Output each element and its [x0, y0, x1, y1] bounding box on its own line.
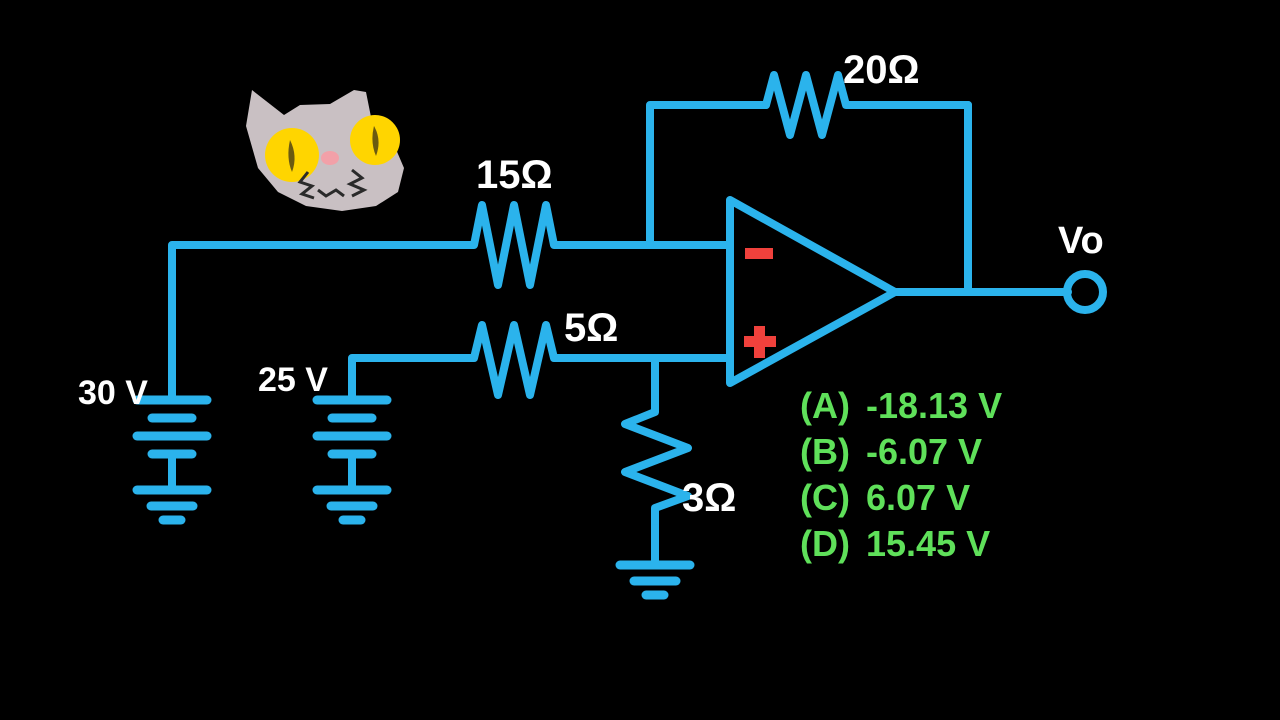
answer-key-d: (D) [800, 523, 850, 565]
cat-nose [321, 151, 339, 165]
opamp-triangle-body [726, 196, 899, 387]
resistor-label-3-ohm: 3Ω [682, 476, 737, 520]
opamp-inverting-minus-icon [745, 248, 773, 259]
answer-choices-list: (A) -18.13 V (B) -6.07 V (C) 6.07 V (D) … [800, 383, 1002, 567]
output-label-vo: Vo [1058, 220, 1104, 262]
cat-right-pupil [372, 126, 379, 156]
cat-left-pupil [288, 140, 295, 172]
resistor-5-ohm-body [458, 321, 584, 399]
answer-key-b: (B) [800, 431, 850, 473]
resistor-label-15-ohm: 15Ω [476, 153, 553, 197]
answer-choice-d[interactable]: (D) 15.45 V [800, 521, 1002, 567]
opamp-noninverting-plus-icon [744, 326, 776, 358]
output-terminal-circle[interactable] [1063, 270, 1107, 314]
resistor-15-ohm-body [458, 201, 584, 289]
answer-choice-a[interactable]: (A) -18.13 V [800, 383, 1002, 429]
battery-symbol-25v [312, 395, 392, 494]
wire-25v-to-r5 [348, 354, 466, 404]
answer-value-b: -6.07 V [866, 431, 983, 473]
cat-whiskers [297, 168, 368, 200]
resistor-label-20-ohm: 20Ω [843, 48, 920, 92]
answer-value-c: 6.07 V [866, 477, 971, 519]
wire-network [168, 71, 1072, 569]
answer-choice-b[interactable]: (B) -6.07 V [800, 429, 1002, 475]
answer-choice-c[interactable]: (C) 6.07 V [800, 475, 1002, 521]
battery-symbol-30v [132, 395, 212, 494]
resistor-3-ohm-body [621, 396, 692, 532]
source-label-30v: 30 V [78, 374, 148, 412]
resistor-label-5-ohm: 5Ω [564, 306, 619, 350]
answer-value-d: 15.45 V [866, 523, 991, 565]
ground-symbol-30v [132, 485, 212, 525]
resistor-20-ohm-body [762, 71, 972, 139]
wire-30v-to-r15 [168, 241, 466, 404]
wire-feedback-left [646, 101, 770, 249]
ground-symbol-25v [312, 485, 392, 525]
answer-key-c: (C) [800, 477, 850, 519]
cat-face-illustration [246, 90, 404, 211]
ground-symbol-r3 [615, 560, 695, 600]
answer-value-a: -18.13 V [866, 385, 1003, 426]
source-label-25v: 25 V [258, 361, 328, 399]
answer-key-a: (A) [800, 385, 850, 426]
